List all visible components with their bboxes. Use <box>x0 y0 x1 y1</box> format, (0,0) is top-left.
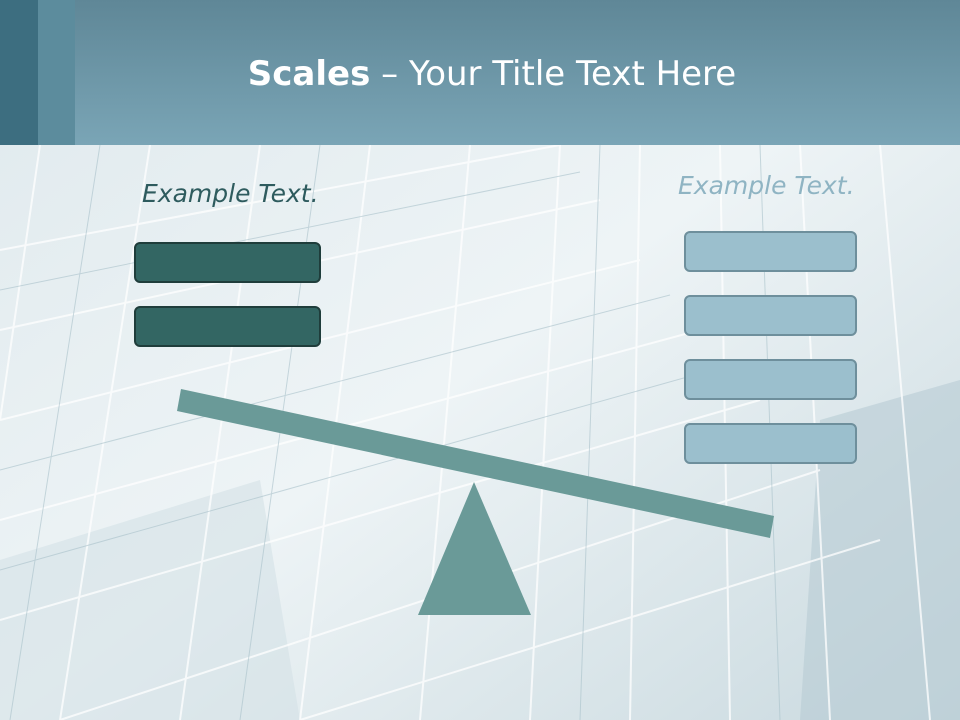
right-example-text: Example Text. <box>678 171 855 200</box>
title-bar <box>0 0 960 145</box>
left-example-text: Example Text. <box>142 179 319 208</box>
scale-fulcrum <box>418 482 531 615</box>
left-box-2 <box>134 306 321 347</box>
slide-title-bold: Scales <box>247 54 371 94</box>
slide-title-rest: – Your Title Text Here <box>370 54 737 94</box>
right-box-4 <box>684 423 857 464</box>
scale-beam <box>177 389 774 538</box>
title-bar-accent-light <box>38 0 75 145</box>
right-box-1 <box>684 231 857 272</box>
right-box-2 <box>684 295 857 336</box>
right-box-3 <box>684 359 857 400</box>
left-box-1 <box>134 242 321 283</box>
title-bar-accent-dark <box>0 0 38 145</box>
slide-title: Scales – Your Title Text Here <box>0 52 960 96</box>
